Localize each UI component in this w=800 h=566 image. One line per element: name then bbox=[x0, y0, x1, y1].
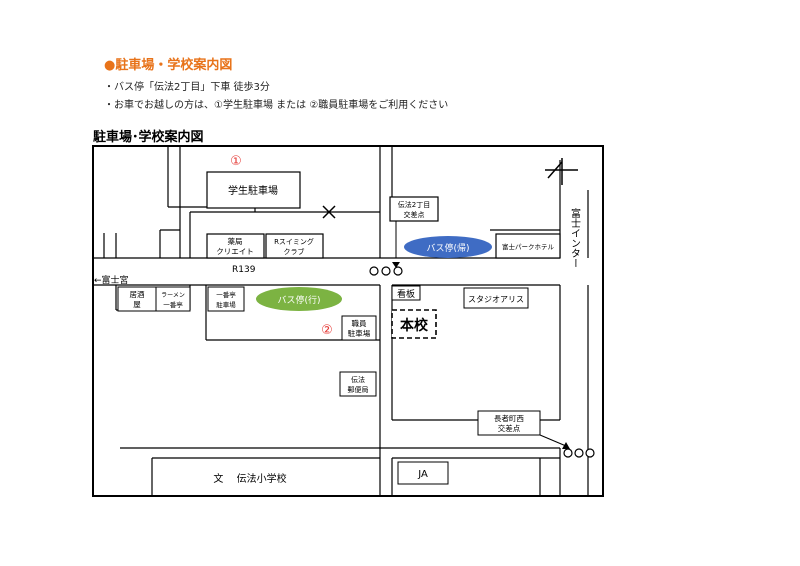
ja-label: JA bbox=[417, 469, 428, 480]
bus-stop-return-label: バス停(帰) bbox=[426, 242, 469, 254]
fujinomiya-direction-label: ←富士宮 bbox=[94, 274, 129, 286]
studio-alice-box bbox=[463, 287, 529, 309]
ramen-box bbox=[155, 286, 191, 312]
chojamachi-pointer-arrow-icon bbox=[562, 442, 570, 449]
marker-1: ① bbox=[230, 154, 242, 169]
traffic-signal-icon bbox=[369, 266, 403, 276]
route-label: R139 bbox=[232, 265, 256, 275]
bullet-icon: ● bbox=[104, 58, 116, 73]
chojamachi-label-1: 長者町西 bbox=[494, 414, 524, 423]
fuji-interchange-label: 富士インター bbox=[569, 207, 581, 268]
bus-stop-go-label: バス停(行) bbox=[277, 294, 320, 306]
denbo-intersection-label-1: 伝法2丁目 bbox=[398, 200, 430, 209]
ramen-label-2: 一番亭 bbox=[163, 300, 183, 309]
izakaya-label-1: 居酒 bbox=[130, 290, 145, 299]
chojamachi-intersection-box bbox=[477, 410, 541, 436]
swimming-club-box bbox=[265, 233, 324, 259]
denbo-intersection-box bbox=[389, 196, 439, 222]
student-parking-box bbox=[206, 171, 301, 209]
intersection-pointer-arrow-icon bbox=[392, 262, 400, 268]
post-office-label-2: 郵便局 bbox=[348, 385, 369, 394]
map-title: 駐車場･学校案内図 bbox=[93, 130, 204, 145]
bus-access-note: ・バス停「伝法2丁目」下車 徒歩3分 bbox=[104, 82, 270, 93]
school-label: 本校 bbox=[400, 317, 429, 334]
studio-alice-label: スタジオアリス bbox=[468, 295, 524, 304]
ramen-label-1: ラーメン bbox=[161, 292, 185, 299]
bus-stop-go bbox=[256, 287, 342, 311]
swimming-label-1: Rスイミング bbox=[274, 237, 314, 246]
student-parking-label: 学生駐車場 bbox=[228, 184, 278, 197]
marker-2: ② bbox=[321, 323, 333, 338]
pharmacy-label-1: 薬局 bbox=[228, 236, 243, 246]
staff-parking-box bbox=[341, 315, 377, 341]
staff-parking-label-1: 職員 bbox=[352, 319, 367, 328]
chojamachi-pointer bbox=[539, 434, 567, 447]
road-lines bbox=[94, 147, 589, 495]
denbo-intersection-label-2: 交差点 bbox=[404, 210, 425, 219]
map-frame bbox=[92, 145, 604, 497]
ichibantei-label-1: 一番亭 bbox=[216, 290, 236, 299]
ja-box bbox=[397, 461, 449, 485]
north-arrow-icon bbox=[545, 158, 578, 185]
signboard-box bbox=[391, 285, 421, 301]
bus-stop-return bbox=[404, 236, 492, 258]
crossing-mark-icon bbox=[322, 205, 336, 219]
car-access-note: ・お車でお越しの方は、①学生駐車場 または ②職員駐車場をご利用ください bbox=[104, 100, 449, 111]
post-office-label-1: 伝法 bbox=[351, 375, 365, 384]
fuji-park-hotel-box bbox=[495, 233, 561, 259]
pharmacy-box bbox=[206, 233, 265, 259]
signboard-label: 看板 bbox=[397, 288, 415, 300]
izakaya-box bbox=[117, 286, 157, 312]
page-heading: ●駐車場・学校案内図 bbox=[104, 54, 232, 73]
fuji-park-hotel-label: 富士パークホテル bbox=[502, 242, 555, 251]
heading-text: 駐車場・学校案内図 bbox=[115, 58, 233, 73]
elementary-school-label: 文 伝法小学校 bbox=[213, 472, 286, 485]
traffic-signal-icon-lower bbox=[563, 448, 595, 458]
izakaya-label-2: 屋 bbox=[133, 300, 141, 309]
swimming-label-2: クラブ bbox=[284, 247, 305, 256]
ichibantei-parking-box bbox=[207, 286, 245, 312]
pharmacy-label-2: クリエイト bbox=[216, 247, 254, 256]
ichibantei-label-2: 駐車場 bbox=[216, 300, 236, 309]
chojamachi-label-2: 交差点 bbox=[498, 423, 521, 433]
staff-parking-label-2: 駐車場 bbox=[348, 328, 371, 338]
school-box bbox=[391, 309, 437, 339]
post-office-box bbox=[339, 371, 377, 397]
